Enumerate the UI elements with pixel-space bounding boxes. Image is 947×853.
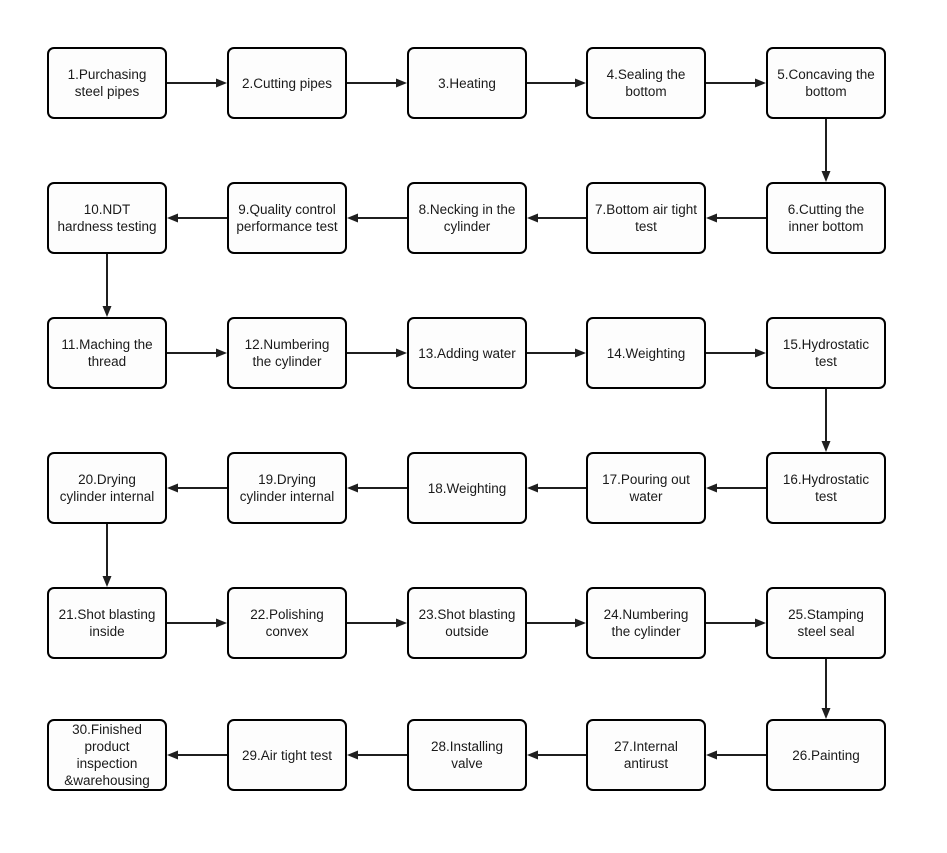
edge-n3-to-n4 [527, 78, 586, 88]
process-node-n12[interactable]: 12.Numbering the cylinder [227, 317, 347, 389]
edge-n17-to-n18 [527, 483, 586, 493]
edge-n12-to-n13 [347, 348, 407, 358]
edge-n1-to-n2 [167, 78, 227, 88]
process-node-n1[interactable]: 1.Purchasing steel pipes [47, 47, 167, 119]
process-node-n16[interactable]: 16.Hydrostatic test [766, 452, 886, 524]
process-node-n9[interactable]: 9.Quality control performance test [227, 182, 347, 254]
edge-n13-to-n14 [527, 348, 586, 358]
edge-n14-to-n15 [706, 348, 766, 358]
process-node-n22[interactable]: 22.Polishing convex [227, 587, 347, 659]
edge-n10-to-n11 [102, 254, 112, 317]
edge-n22-to-n23 [347, 618, 407, 628]
edge-n21-to-n22 [167, 618, 227, 628]
process-node-n24[interactable]: 24.Numbering the cylinder [586, 587, 706, 659]
edge-n5-to-n6 [821, 119, 831, 182]
edge-n4-to-n5 [706, 78, 766, 88]
edge-n2-to-n3 [347, 78, 407, 88]
edge-n25-to-n26 [821, 659, 831, 719]
edge-n29-to-n30 [167, 750, 227, 760]
edge-n16-to-n17 [706, 483, 766, 493]
process-node-n2[interactable]: 2.Cutting pipes [227, 47, 347, 119]
edge-n19-to-n20 [167, 483, 227, 493]
process-node-n17[interactable]: 17.Pouring out water [586, 452, 706, 524]
edge-n18-to-n19 [347, 483, 407, 493]
process-node-n27[interactable]: 27.Internal antirust [586, 719, 706, 791]
process-node-n29[interactable]: 29.Air tight test [227, 719, 347, 791]
process-node-n5[interactable]: 5.Concaving the bottom [766, 47, 886, 119]
process-node-n13[interactable]: 13.Adding water [407, 317, 527, 389]
edge-n15-to-n16 [821, 389, 831, 452]
edge-n26-to-n27 [706, 750, 766, 760]
process-node-n25[interactable]: 25.Stamping steel seal [766, 587, 886, 659]
process-node-n28[interactable]: 28.Installing valve [407, 719, 527, 791]
process-node-n26[interactable]: 26.Painting [766, 719, 886, 791]
edge-n8-to-n9 [347, 213, 407, 223]
edge-n11-to-n12 [167, 348, 227, 358]
process-node-n20[interactable]: 20.Drying cylinder internal [47, 452, 167, 524]
process-node-n3[interactable]: 3.Heating [407, 47, 527, 119]
process-node-n23[interactable]: 23.Shot blasting outside [407, 587, 527, 659]
process-node-n15[interactable]: 15.Hydrostatic test [766, 317, 886, 389]
edge-n23-to-n24 [527, 618, 586, 628]
process-node-n4[interactable]: 4.Sealing the bottom [586, 47, 706, 119]
process-node-n19[interactable]: 19.Drying cylinder internal [227, 452, 347, 524]
edge-n24-to-n25 [706, 618, 766, 628]
process-node-n18[interactable]: 18.Weighting [407, 452, 527, 524]
edge-n20-to-n21 [102, 524, 112, 587]
edge-n28-to-n29 [347, 750, 407, 760]
process-node-n8[interactable]: 8.Necking in the cylinder [407, 182, 527, 254]
process-node-n6[interactable]: 6.Cutting the inner bottom [766, 182, 886, 254]
process-node-n11[interactable]: 11.Maching the thread [47, 317, 167, 389]
process-node-n10[interactable]: 10.NDT hardness testing [47, 182, 167, 254]
edge-n27-to-n28 [527, 750, 586, 760]
process-node-n21[interactable]: 21.Shot blasting inside [47, 587, 167, 659]
edge-n7-to-n8 [527, 213, 586, 223]
process-node-n7[interactable]: 7.Bottom air tight test [586, 182, 706, 254]
process-node-n30[interactable]: 30.Finished product inspection &warehous… [47, 719, 167, 791]
edge-n6-to-n7 [706, 213, 766, 223]
edge-n9-to-n10 [167, 213, 227, 223]
process-node-n14[interactable]: 14.Weighting [586, 317, 706, 389]
